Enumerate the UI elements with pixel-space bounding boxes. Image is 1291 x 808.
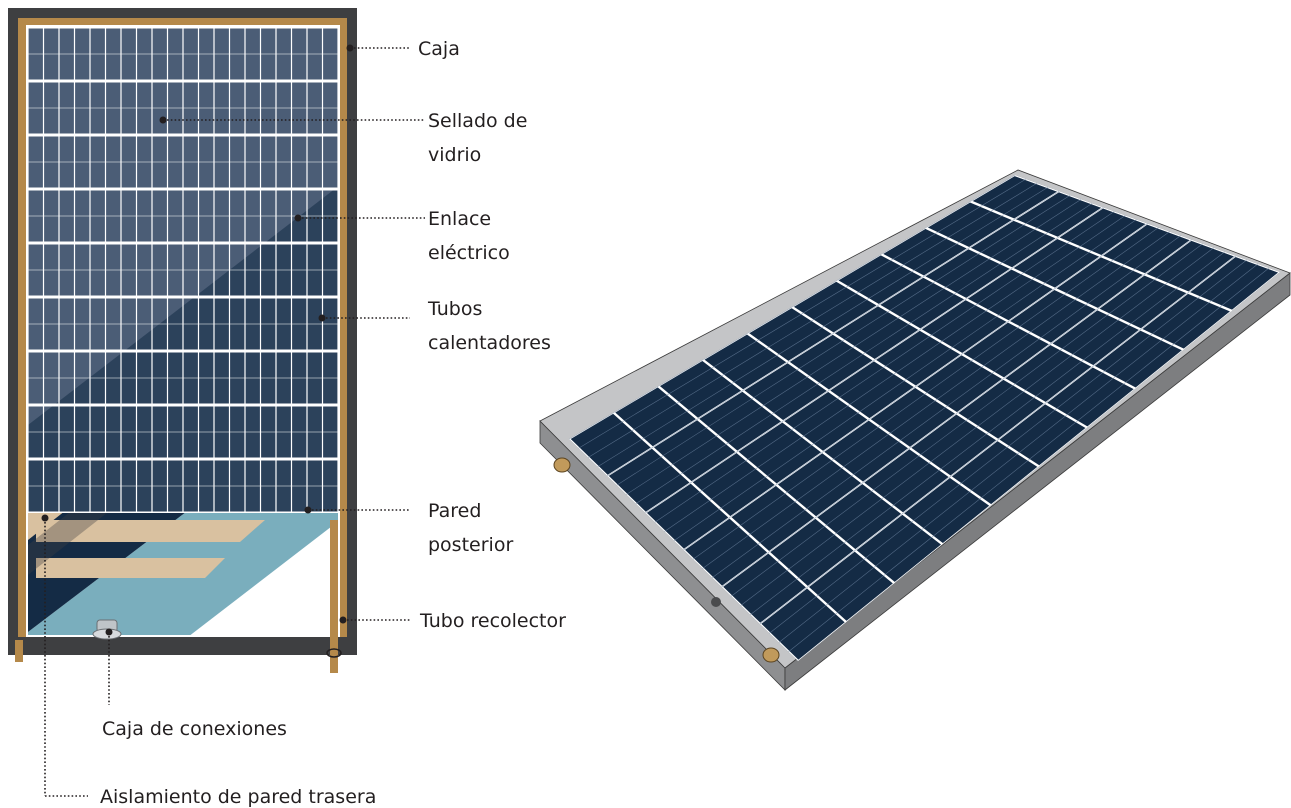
leader-lines: [41, 44, 425, 797]
label-pared-posterior-2: posterior: [428, 534, 513, 556]
panel-connectors: [553, 457, 780, 663]
label-tubos-calentadores-1: Tubos: [427, 298, 482, 320]
label-enlace-electrico-1: Enlace: [428, 208, 491, 230]
panel-cell-grid: [569, 175, 1280, 661]
callout-labels: Caja Sellado de vidrio Enlace eléctrico …: [100, 38, 566, 808]
label-sellado-vidrio-2: vidrio: [428, 144, 481, 166]
label-sellado-vidrio-1: Sellado de: [428, 110, 527, 132]
label-enlace-electrico-2: eléctrico: [428, 242, 510, 264]
label-pared-posterior-1: Pared: [428, 500, 481, 522]
label-tubo-recolector: Tubo recolector: [419, 610, 566, 632]
label-caja: Caja: [418, 38, 460, 60]
collector-tube: [330, 520, 338, 673]
panel-3d: [539, 169, 1291, 691]
cutaway-panel: [8, 8, 357, 673]
glass-grid-lines: [28, 27, 338, 513]
label-tubos-calentadores-2: calentadores: [428, 332, 551, 354]
label-caja-conexiones: Caja de conexiones: [102, 718, 287, 740]
label-aislamiento: Aislamiento de pared trasera: [100, 786, 376, 808]
panel-cell-surface: [569, 175, 1280, 661]
